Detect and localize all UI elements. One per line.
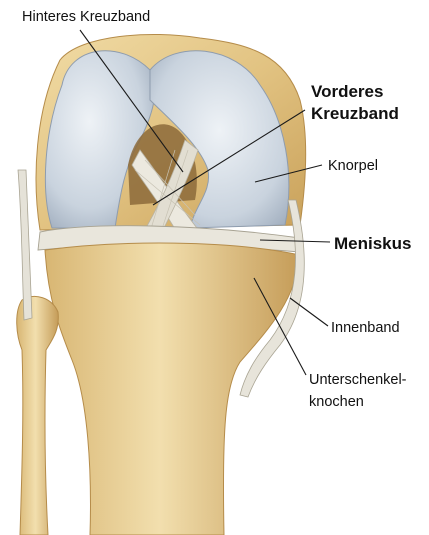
label-meniskus: Meniskus <box>334 234 411 253</box>
label-hinteres-kreuzband: Hinteres Kreuzband <box>22 9 150 25</box>
label-vorderes-kreuzband-line2: Kreuzband <box>311 104 399 123</box>
tibia-bone <box>45 243 300 535</box>
label-knorpel: Knorpel <box>328 158 378 174</box>
label-innenband: Innenband <box>331 320 400 336</box>
fibula-bone <box>17 296 59 535</box>
label-vorderes-kreuzband-line1: Vorderes <box>311 82 383 101</box>
lateral-collateral-ligament <box>18 170 32 320</box>
label-unterschenkelknochen-line2: knochen <box>309 394 364 410</box>
label-unterschenkelknochen-line1: Unterschenkel- <box>309 372 407 388</box>
